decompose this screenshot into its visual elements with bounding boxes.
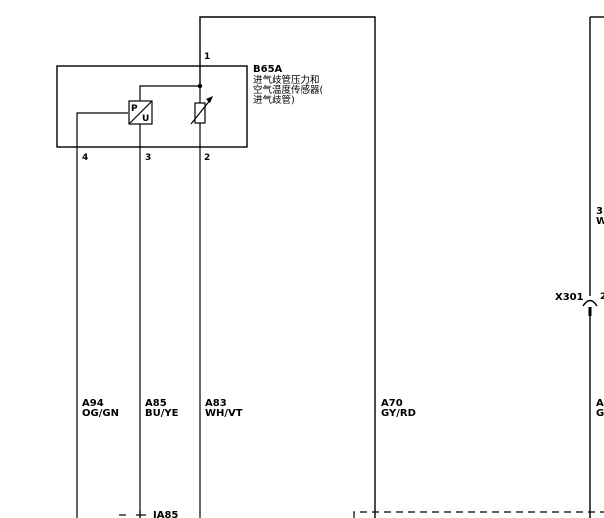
wire-a94-circuit: A94 [82, 398, 104, 409]
component-id: B65A [253, 64, 283, 75]
variable-resistor-icon [190, 96, 213, 125]
component-desc-line-2: 空气温度传感器( [253, 84, 323, 96]
wire-a70-color: GY/RD [381, 408, 416, 419]
connector-x301-pin-icon [588, 307, 592, 316]
wire-a83-circuit: A83 [205, 398, 227, 409]
splice-ja85-label: JA85 [152, 510, 178, 518]
sensor-p-label: P [131, 104, 138, 114]
component-desc-line-1: 进气歧管压力和 [253, 74, 320, 86]
internal-wire-pin4 [76, 112, 128, 518]
component-box [56, 65, 248, 148]
sensor-u-label: U [142, 114, 149, 124]
pin-number-1: 1 [204, 52, 210, 62]
pin-number-4: 4 [82, 153, 88, 163]
right-frag-top-1: 3: [596, 206, 604, 217]
pressure-sensor-icon: P U [128, 100, 153, 125]
wire-a85-circuit: A85 [145, 398, 167, 409]
right-frag-bottom-1: A [596, 398, 604, 409]
connector-x301-label: X301 [555, 292, 584, 303]
connector-x301-icon [582, 299, 598, 307]
wire-a83-color: WH/VT [205, 408, 243, 419]
component-desc-line-3: 进气歧管) [253, 94, 295, 106]
wire-a70-loop [199, 16, 376, 518]
internal-wire-pin1 [139, 85, 200, 101]
pin-number-2: 2 [204, 153, 210, 163]
wire-a70-circuit: A70 [381, 398, 403, 409]
bottom-dash-line [353, 511, 604, 518]
right-frag-bottom-2: G [596, 408, 604, 419]
connector-x301-pin: 2 [600, 292, 604, 302]
wire-a85-color: BU/YE [145, 408, 179, 419]
wire-a94-color: OG/GN [82, 408, 119, 419]
pin-number-3: 3 [145, 153, 151, 163]
right-frag-top-2: W [596, 216, 604, 227]
